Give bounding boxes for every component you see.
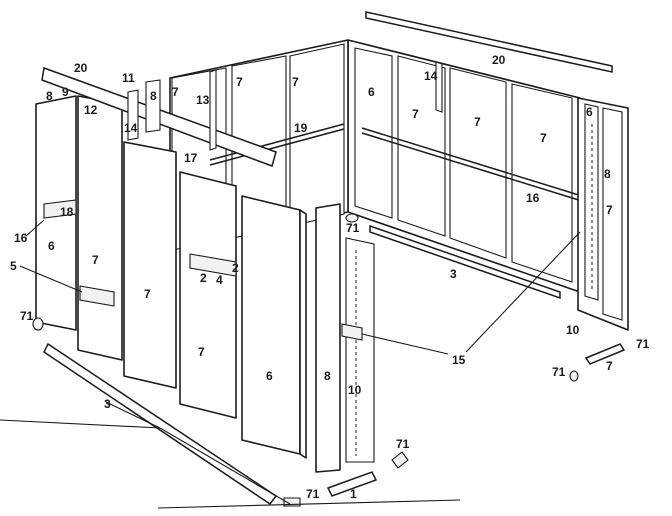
callout-6-right: 6 — [586, 105, 593, 119]
base-piece-1 — [326, 471, 378, 497]
callout-1: 1 — [350, 487, 357, 501]
callout-12: 12 — [84, 103, 98, 117]
leader-5 — [19, 265, 83, 293]
rail-16-edge — [361, 132, 583, 202]
ground-line-left — [0, 419, 161, 429]
callout-2-b: 2 — [232, 261, 239, 275]
bracket-5 — [79, 285, 115, 307]
hardware-71-e — [569, 370, 579, 382]
callout-6-large: 6 — [266, 369, 273, 383]
callout-7-rear-c: 7 — [540, 131, 547, 145]
front-panel-10 — [345, 237, 375, 463]
callout-17: 17 — [184, 151, 198, 165]
callout-20-rear: 20 — [492, 53, 506, 67]
callout-71-lower: 71 — [396, 437, 410, 451]
callout-14-front: 14 — [124, 121, 138, 135]
top-rail-20-rear — [365, 11, 613, 73]
rear-wall — [347, 39, 583, 293]
callout-10-front: 10 — [348, 383, 362, 397]
callout-9: 9 — [62, 85, 69, 99]
bracket-18 — [43, 199, 77, 219]
front-panel-7a — [77, 95, 123, 361]
callout-3-front: 3 — [104, 397, 111, 411]
callout-5: 5 — [10, 259, 17, 273]
callout-7-right-spare: 7 — [606, 203, 613, 217]
bottom-rail-3-rear — [369, 224, 561, 300]
callout-14-rear: 14 — [424, 69, 438, 83]
right-end-wall — [577, 97, 629, 331]
callout-2-a: 2 — [200, 271, 207, 285]
callout-71-bottom: 71 — [306, 487, 320, 501]
callout-18: 18 — [60, 205, 74, 219]
upright-11 — [127, 89, 139, 141]
ground-line-mid — [159, 427, 291, 505]
callout-labels: 20 20 11 8 8 9 12 7 13 7 7 6 14 7 7 7 6 … — [10, 53, 650, 501]
callout-71-mid: 71 — [346, 221, 360, 235]
hardware-71-c — [391, 451, 409, 469]
callout-7-back-c: 7 — [292, 75, 299, 89]
right-panel-8 — [602, 107, 623, 321]
callout-71-right: 71 — [636, 337, 650, 351]
callout-6-front: 6 — [48, 239, 55, 253]
front-panel-6-large — [241, 195, 301, 455]
rail-19-edge — [209, 128, 345, 166]
leader-3 — [105, 401, 161, 429]
callout-3-rear: 3 — [450, 267, 457, 281]
callout-8-left: 8 — [46, 89, 53, 103]
callout-8-top: 8 — [150, 89, 157, 103]
upright-8-top — [145, 79, 161, 133]
leader-16 — [25, 219, 45, 237]
callout-8-right: 8 — [604, 167, 611, 181]
callout-11: 11 — [122, 71, 135, 85]
leader-15-b — [465, 231, 581, 353]
callout-20-front: 20 — [74, 61, 88, 75]
front-panel-7c — [179, 171, 237, 419]
ground-line-bottom — [157, 499, 461, 509]
callout-7-rear-b: 7 — [474, 115, 481, 129]
callout-6-rear: 6 — [368, 85, 375, 99]
callout-7-rear-a: 7 — [412, 107, 419, 121]
callout-10-right: 10 — [566, 323, 580, 337]
callout-4: 4 — [216, 273, 223, 287]
left-back-panel-7c — [289, 43, 345, 227]
callout-7-front-c: 7 — [198, 345, 205, 359]
callout-16-rear: 16 — [526, 191, 540, 205]
callout-7-right-bottom: 7 — [606, 359, 613, 373]
upright-13 — [209, 69, 217, 151]
bracket-2-4 — [189, 253, 237, 277]
callout-13: 13 — [196, 93, 210, 107]
front-panel-7b — [123, 141, 177, 389]
callout-15: 15 — [452, 353, 466, 367]
rail-19 — [209, 123, 345, 161]
leader-15-a — [361, 333, 449, 355]
bottom-rail-3-front — [43, 342, 278, 506]
rear-panel-6 — [354, 47, 393, 219]
bracket-15 — [341, 323, 363, 341]
hardware-71-b — [345, 213, 359, 223]
callout-19: 19 — [294, 121, 308, 135]
rail-16 — [361, 127, 583, 197]
callout-7-front-b: 7 — [144, 287, 151, 301]
callout-71-rightbottom: 71 — [552, 365, 566, 379]
front-panel-8 — [315, 203, 341, 473]
upright-14-rear — [435, 61, 443, 113]
base-piece-right — [584, 343, 626, 365]
hardware-71-a — [32, 317, 44, 331]
callout-7-front-a: 7 — [92, 253, 99, 267]
callout-8-front: 8 — [324, 369, 331, 383]
front-panel-6-edge — [299, 209, 307, 459]
callout-71-left: 71 — [20, 309, 34, 323]
callout-7-back-a: 7 — [172, 85, 179, 99]
rear-panel-7b — [449, 67, 507, 259]
callout-7-back-b: 7 — [236, 75, 243, 89]
callout-16-front: 16 — [14, 231, 28, 245]
